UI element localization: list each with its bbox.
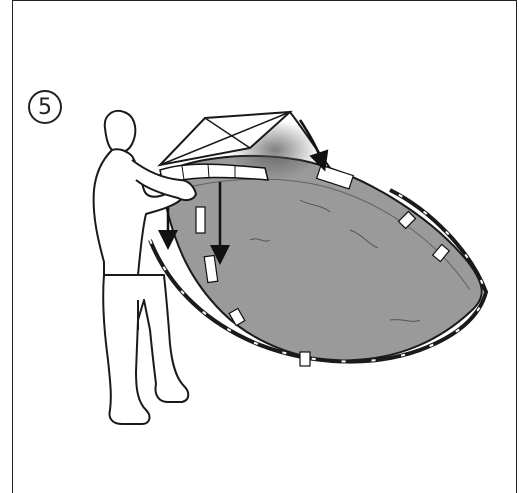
tent-straps (195, 206, 219, 284)
step-number-badge: 5 (28, 90, 62, 124)
tent-rainfly (157, 110, 355, 190)
tent-pole-edge (148, 188, 489, 367)
person-outline (92, 109, 197, 425)
step-number: 5 (38, 94, 52, 120)
